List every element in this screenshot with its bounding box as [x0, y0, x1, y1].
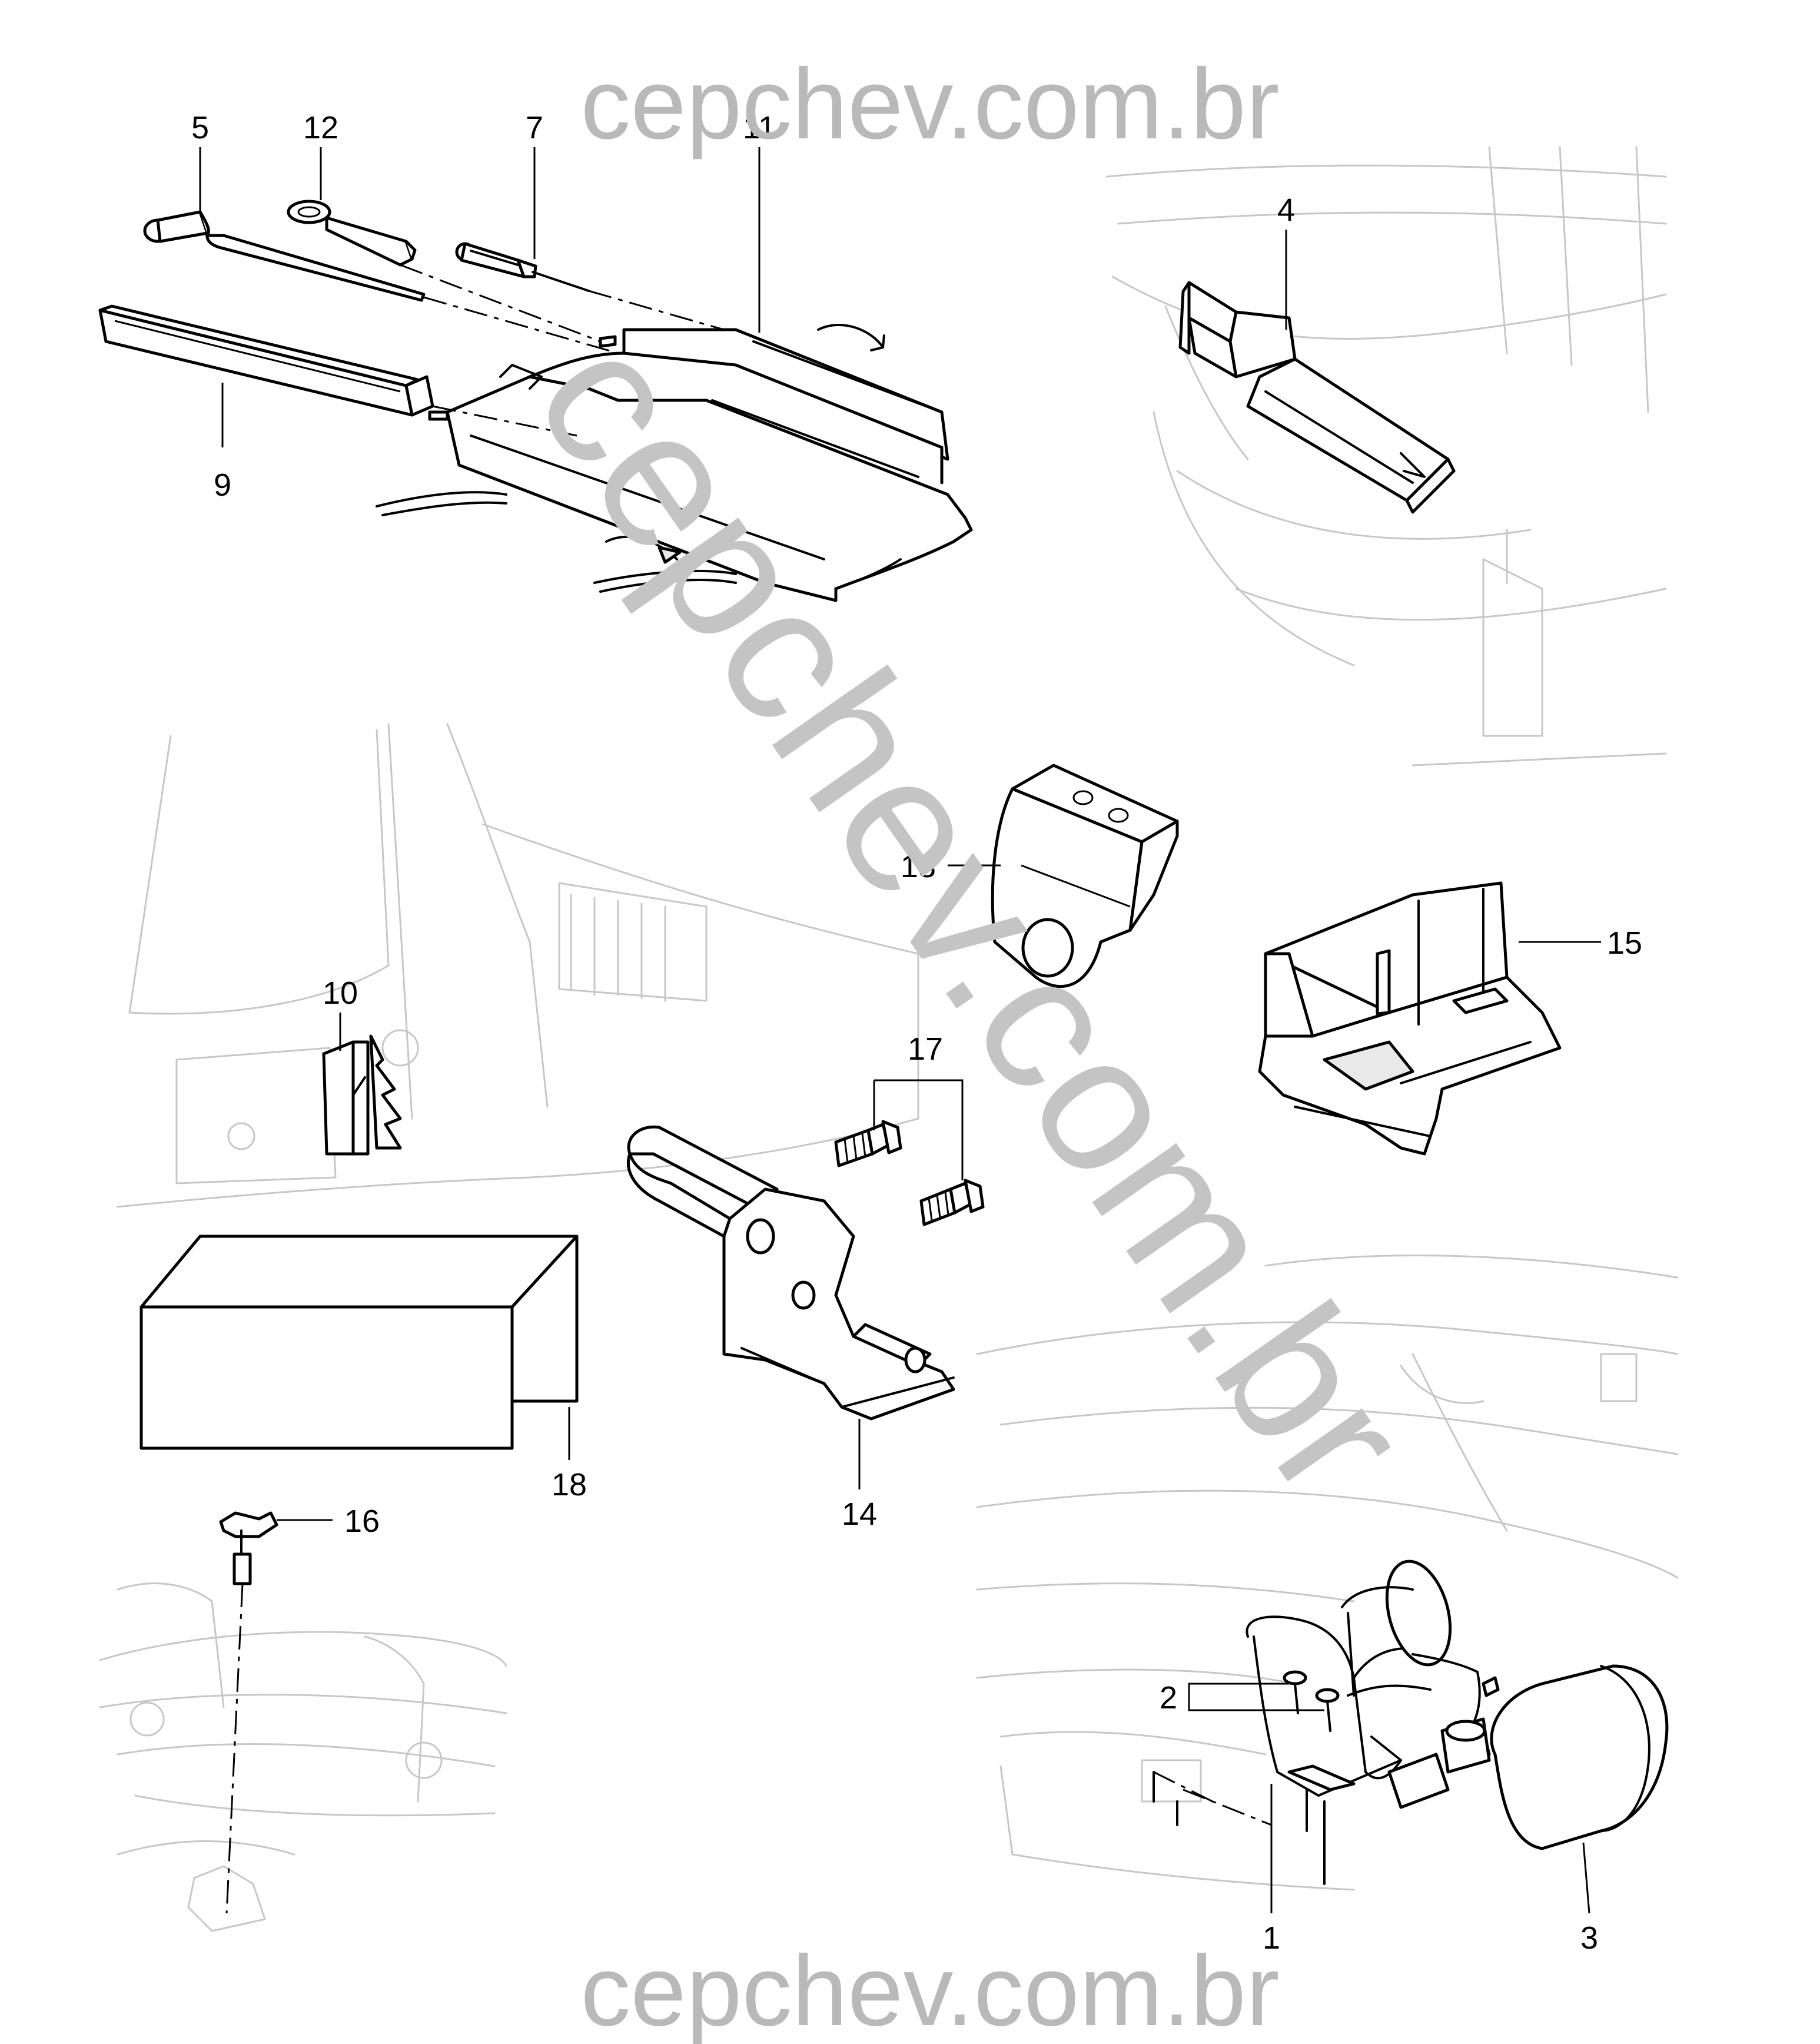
- callout-15: 15: [1607, 925, 1642, 961]
- part-1-retaining-strap: [1246, 1615, 1408, 1797]
- callout-17: 17: [908, 1031, 943, 1067]
- part-11-tool-bag: [376, 324, 973, 602]
- part-12-towing-eye: [287, 200, 417, 267]
- part-7-screwdriver: [455, 242, 590, 292]
- watermark-bottom: cepchev.com.br: [580, 1935, 1279, 2044]
- part-18-box: [140, 1235, 579, 1450]
- watermark-diagonal: cepchev.com.br: [494, 297, 1452, 1534]
- background-sketch-trunk-middle-left: [117, 723, 919, 1208]
- part-14-hook-bracket: [626, 1125, 955, 1421]
- callout-12: 12: [303, 110, 338, 145]
- callout-5: 5: [191, 110, 209, 145]
- callout-7: 7: [526, 110, 543, 145]
- callout-11: 11: [743, 110, 776, 145]
- callout-4: 4: [1277, 193, 1295, 228]
- insertion-lines-top-left: [400, 264, 725, 437]
- part-17-bolt-a: [834, 1120, 902, 1167]
- part-17-bolt-b: [919, 1179, 985, 1226]
- part-5-wheel-wrench: [143, 210, 426, 302]
- callout-leaders: [199, 147, 1601, 1914]
- callout-3: 3: [1580, 1920, 1598, 1956]
- part-15-floor-cover: [1258, 881, 1562, 1156]
- callout-2: 2: [1160, 1680, 1177, 1716]
- callout-10: 10: [323, 975, 358, 1011]
- background-sketch-rear-axle-bottom-left: [99, 1582, 507, 1932]
- part-10-clip: [322, 1034, 402, 1156]
- watermark-top: cepchev.com.br: [580, 48, 1279, 160]
- callout-labels: 5 12 7 11 9 4 13 15 10 17 18 14 16 2 1 3: [191, 110, 1642, 1956]
- callout-14: 14: [842, 1496, 877, 1532]
- callout-13: 13: [901, 849, 936, 884]
- background-sketch-spare-wheel-bottom-right: [976, 1255, 1679, 1891]
- part-2-screws: [1283, 1670, 1340, 1732]
- part-4-jack: [1178, 281, 1456, 514]
- callout-1: 1: [1263, 1920, 1280, 1956]
- insertion-lines-bottom-right: [1153, 1771, 1326, 1885]
- part-9-tool-tray: [98, 304, 434, 417]
- part-3-tyre-inflator-canister: [1341, 1559, 1669, 1850]
- part-13-bracket: [991, 764, 1179, 988]
- part-16-wing-nut: [219, 1511, 278, 1914]
- callout-9: 9: [214, 467, 231, 503]
- callout-18: 18: [552, 1467, 587, 1502]
- callout-16: 16: [344, 1504, 380, 1539]
